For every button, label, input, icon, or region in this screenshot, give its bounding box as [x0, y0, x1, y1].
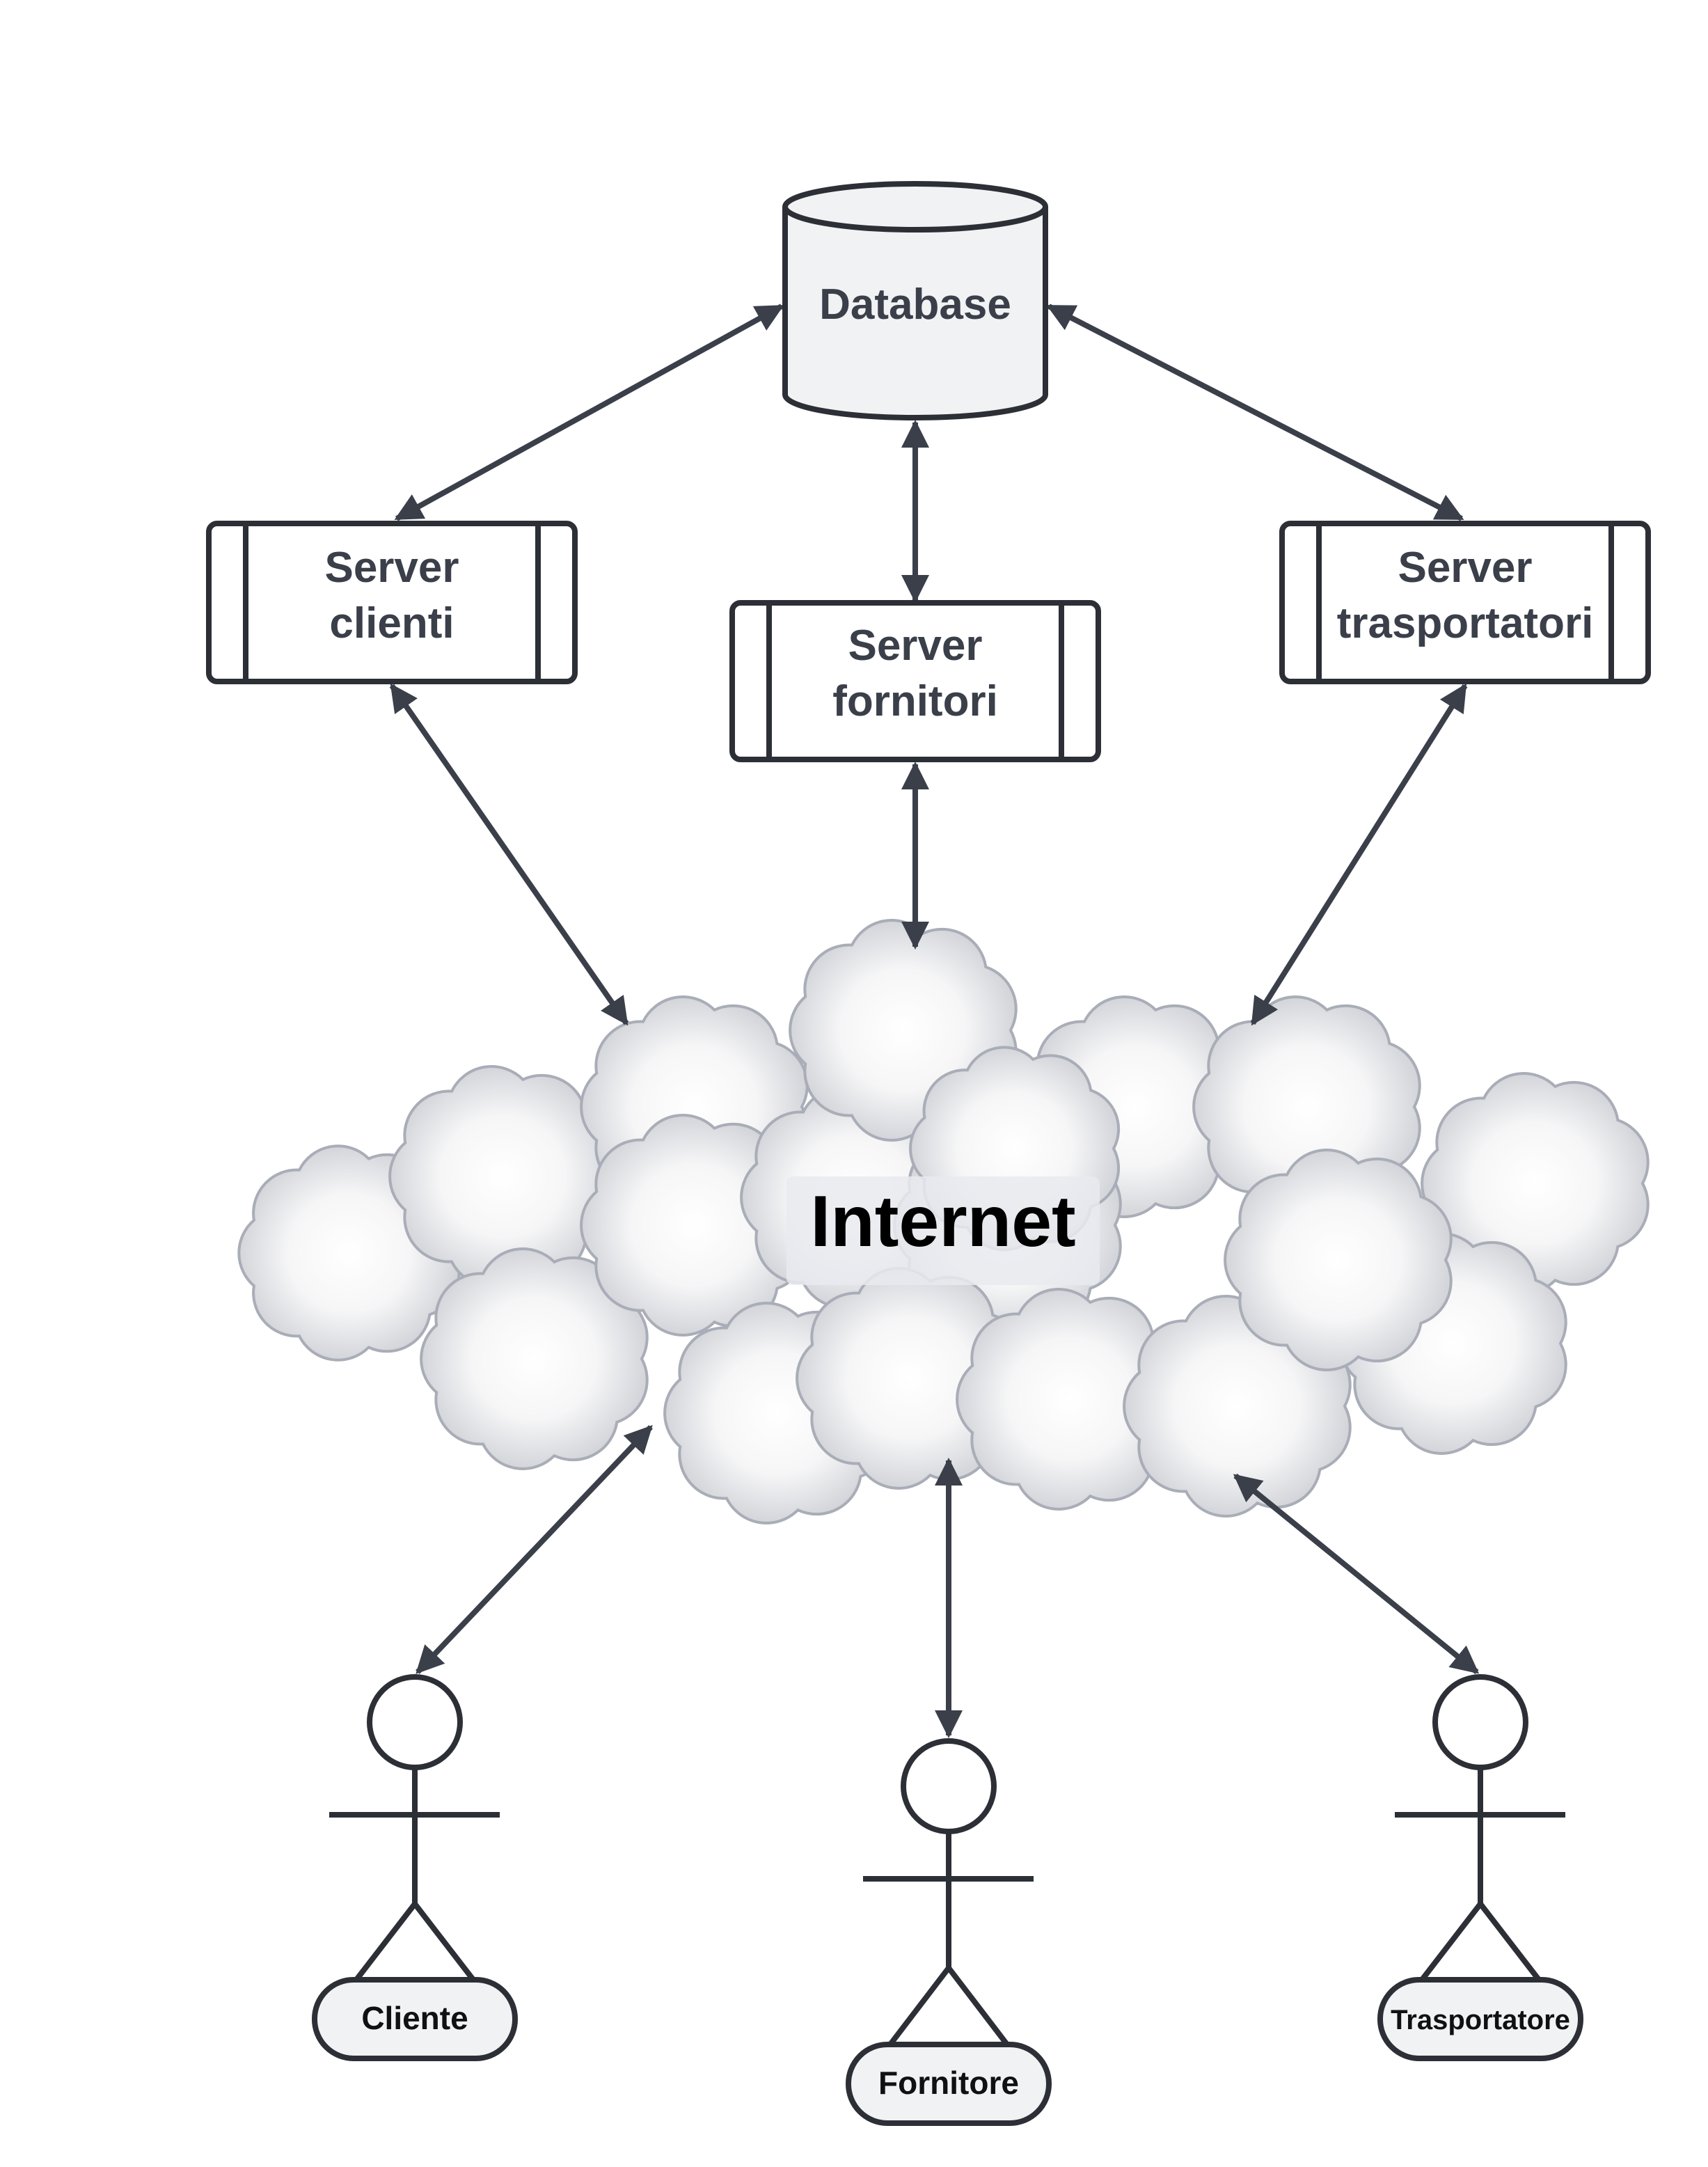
- arrow-database-server-trasportatori: [1046, 304, 1464, 521]
- cloud-puff: [956, 1288, 1185, 1511]
- actor-cliente-label: Cliente: [361, 2000, 468, 2036]
- database-label: Database: [819, 281, 1011, 329]
- person-icon: [329, 1674, 500, 1982]
- internet-label-group: Internet: [786, 1176, 1100, 1285]
- actor-cliente: Cliente: [312, 1674, 518, 2061]
- arrow-server-clienti-internet: [389, 683, 629, 1026]
- server-clienti-label-line2: clienti: [329, 599, 454, 647]
- arrow-internet-cliente: [416, 1425, 653, 1674]
- server-trasportatori-label-line2: trasportatori: [1337, 599, 1594, 647]
- arrow-internet-trasportatore: [1233, 1473, 1480, 1675]
- cloud-puff: [1224, 1149, 1453, 1371]
- internet-label: Internet: [810, 1181, 1075, 1262]
- actor-fornitore-label: Fornitore: [878, 2065, 1019, 2101]
- connection-arrows: [389, 304, 1480, 1738]
- server-fornitori-label-line2: fornitori: [832, 677, 998, 725]
- server-fornitori-label-line1: Server: [848, 622, 982, 670]
- server-fornitori-node: Server fornitori: [729, 600, 1101, 762]
- server-clienti-node: Server clienti: [206, 521, 578, 684]
- server-trasportatori-node: Server trasportatori: [1279, 521, 1651, 684]
- actor-trasportatore: Trasportatore: [1377, 1674, 1583, 2061]
- server-trasportatori-label-line1: Server: [1398, 544, 1532, 592]
- actor-trasportatore-label: Trasportatore: [1391, 2005, 1570, 2035]
- database-node: Database: [782, 181, 1048, 420]
- arrow-server-trasportatori-internet: [1250, 683, 1468, 1026]
- cloud-puff: [1421, 1072, 1650, 1295]
- actor-fornitore: Fornitore: [846, 1738, 1052, 2126]
- person-icon: [863, 1738, 1034, 2047]
- server-clienti-label-line1: Server: [324, 544, 459, 592]
- person-icon: [1395, 1674, 1565, 1982]
- arrow-database-server-clienti: [394, 304, 784, 521]
